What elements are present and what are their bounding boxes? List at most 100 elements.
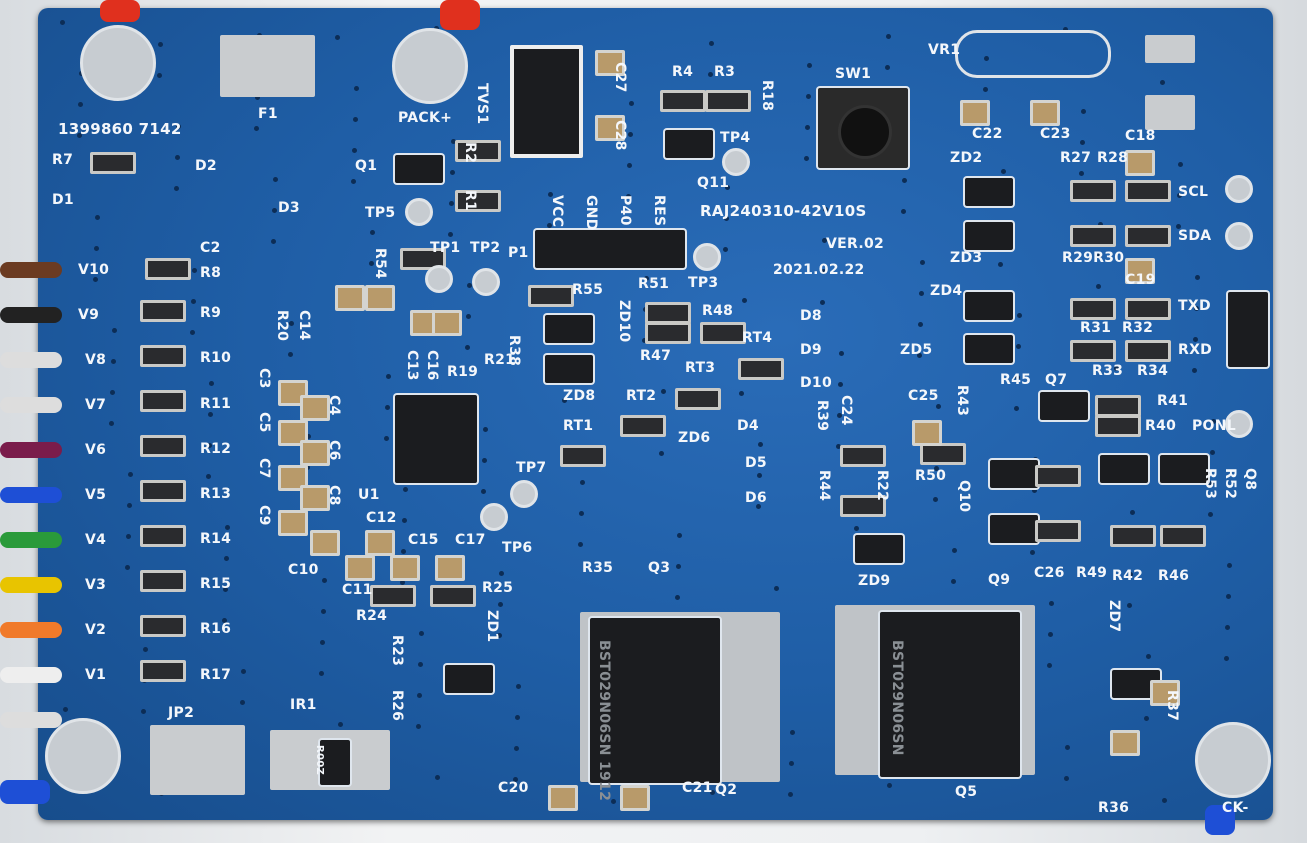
designator-zd2: ZD2 [950, 150, 983, 166]
via [1210, 450, 1215, 455]
designator-zd10: ZD10 [616, 300, 632, 343]
designator-c24: C24 [838, 395, 854, 426]
capacitor [595, 115, 625, 141]
designator-zd6: ZD6 [678, 430, 711, 446]
designator-r13: R13 [200, 486, 232, 502]
via [626, 194, 631, 199]
designator-c19: C19 [1125, 272, 1156, 288]
designator-tp4: TP4 [720, 130, 751, 146]
transistor [965, 222, 1013, 250]
capacitor [278, 465, 308, 491]
connector-label-ck: CK- [1222, 800, 1249, 816]
via [804, 156, 809, 161]
cell-tap-v10: V10 [78, 262, 110, 278]
resistor [90, 152, 136, 174]
designator-r11: R11 [200, 396, 232, 412]
designator-r44: R44 [816, 470, 832, 502]
via [419, 631, 424, 636]
via [580, 480, 585, 485]
resistor [455, 140, 501, 162]
resistor [660, 90, 706, 112]
resistor [1160, 525, 1206, 547]
via [499, 571, 504, 576]
via [724, 216, 729, 221]
designator-d10: D10 [800, 375, 833, 391]
resistor [400, 248, 446, 270]
header-pin-gnd: GND [583, 195, 599, 231]
via [157, 73, 162, 78]
designator-r45: R45 [1000, 372, 1032, 388]
designator-r20: R20 [274, 310, 290, 342]
via [192, 268, 197, 273]
designator-r33: R33 [1092, 363, 1124, 379]
via [1096, 284, 1101, 289]
transistor [545, 315, 593, 343]
designator-r17: R17 [200, 667, 232, 683]
designator-r18: R18 [759, 80, 775, 112]
via [1193, 337, 1198, 342]
resistor [620, 415, 666, 437]
test-point [1225, 410, 1253, 438]
test-point [425, 265, 453, 293]
via [1209, 481, 1214, 486]
designator-ir1: IR1 [290, 697, 317, 713]
connector-uart [1228, 292, 1268, 367]
via [175, 155, 180, 160]
resistor [645, 302, 691, 324]
designator-d4: D4 [737, 418, 759, 434]
via [887, 783, 892, 788]
via [1211, 419, 1216, 424]
header-pin-res: RES [651, 195, 667, 227]
connector-label-rxd: RXD [1178, 342, 1213, 358]
capacitor [1125, 258, 1155, 284]
capacitor [548, 785, 578, 811]
designator-tvs1: TVS1 [474, 83, 490, 125]
designator-r39: R39 [814, 400, 830, 432]
designator-c23: C23 [1040, 126, 1071, 142]
via [758, 442, 763, 447]
via [320, 640, 325, 645]
designator-p1: P1 [508, 245, 529, 261]
resistor [738, 358, 784, 380]
designator-r47: R47 [640, 348, 672, 364]
resistor [1125, 340, 1171, 362]
capacitor [960, 100, 990, 126]
designator-r23: R23 [389, 635, 405, 667]
via [272, 208, 277, 213]
designator-rt2: RT2 [626, 388, 657, 404]
via [1081, 109, 1086, 114]
via [1049, 601, 1054, 606]
via [1064, 776, 1069, 781]
designator-q7: Q7 [1045, 372, 1068, 388]
resistor [1035, 520, 1081, 542]
capacitor [1125, 150, 1155, 176]
capacitor [365, 530, 395, 556]
via [917, 353, 922, 358]
via [1127, 603, 1132, 608]
header-pin-p40: P40 [617, 195, 633, 226]
mosfet-q5 [880, 612, 1020, 777]
via [1177, 193, 1182, 198]
designator-r42: R42 [1112, 568, 1144, 584]
tvs1-pad [510, 45, 583, 158]
via [128, 472, 133, 477]
via [756, 504, 761, 509]
pad [1145, 35, 1195, 63]
designator-r34: R34 [1137, 363, 1169, 379]
via [401, 549, 406, 554]
via [190, 330, 195, 335]
resistor [140, 435, 186, 457]
via [451, 139, 456, 144]
capacitor [912, 420, 942, 446]
via [1033, 457, 1038, 462]
designator-r40: R40 [1145, 418, 1177, 434]
via [983, 87, 988, 92]
designator-c14: C14 [296, 310, 312, 341]
test-point [693, 243, 721, 271]
serial-marking: 1399860 7142 [58, 120, 182, 138]
cell-tap-v1: V1 [85, 667, 107, 683]
via [481, 489, 486, 494]
capacitor [365, 285, 395, 311]
transistor [1040, 392, 1088, 420]
via [1065, 745, 1070, 750]
